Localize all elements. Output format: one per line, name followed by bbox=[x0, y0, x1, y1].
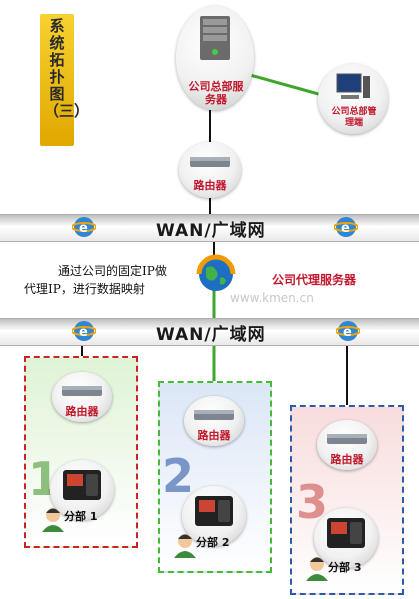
note-line-1: 通过公司的固定IP做 bbox=[58, 264, 167, 278]
watermark: www.kmen.cn bbox=[230, 291, 314, 305]
branch-2-number: 2 bbox=[162, 449, 195, 503]
wan-label-bottom: WAN/广域网 bbox=[156, 325, 266, 345]
router-icon bbox=[62, 386, 102, 396]
attendance-terminal-icon bbox=[63, 470, 101, 500]
branch-3-router-label: 路由器 bbox=[330, 453, 364, 466]
wan-label-top: WAN/广域网 bbox=[156, 221, 266, 241]
branch-3-device-label: 分部 3 bbox=[328, 561, 362, 574]
branch-1-router-node bbox=[52, 372, 112, 422]
branch-2-device-label: 分部 2 bbox=[196, 536, 230, 549]
branch-1-device-label: 分部 1 bbox=[64, 510, 98, 523]
attendance-terminal-icon bbox=[327, 518, 365, 548]
hq-server-label: 公司总部服务器 bbox=[188, 80, 244, 106]
hq-admin-node bbox=[318, 64, 388, 134]
branch-2-router-node bbox=[184, 396, 244, 446]
user-avatar-icon bbox=[306, 557, 328, 581]
ie-globe-icon: e bbox=[72, 321, 96, 341]
link-server-admin bbox=[249, 73, 323, 97]
svg-text:e: e bbox=[341, 221, 350, 236]
branch-2-router-label: 路由器 bbox=[197, 429, 231, 442]
ie-globe-icon: e bbox=[336, 321, 360, 341]
proxy-label: 公司代理服务器 bbox=[272, 273, 357, 287]
hq-router-label: 路由器 bbox=[193, 179, 227, 192]
note-line-2: 代理IP，进行数据映射 bbox=[24, 282, 145, 296]
diagram-title: 系统拓扑图（三） bbox=[44, 17, 90, 120]
server-tower-icon bbox=[200, 16, 230, 60]
attendance-terminal-icon bbox=[195, 496, 233, 526]
desktop-computer-icon bbox=[336, 73, 370, 99]
title-box bbox=[40, 14, 74, 146]
proxy-globe-icon bbox=[196, 254, 236, 291]
hq-router-node bbox=[179, 142, 241, 198]
svg-text:e: e bbox=[79, 221, 88, 236]
branch-3-router-node bbox=[317, 420, 377, 470]
svg-text:e: e bbox=[79, 325, 88, 340]
user-avatar-icon bbox=[42, 508, 64, 532]
ie-globe-icon: e bbox=[334, 217, 358, 237]
router-icon bbox=[190, 157, 230, 167]
router-icon bbox=[194, 410, 234, 420]
branch-1-router-label: 路由器 bbox=[65, 405, 99, 418]
ie-globe-icon: e bbox=[72, 217, 96, 237]
hq-server-node bbox=[176, 6, 254, 110]
svg-text:e: e bbox=[343, 325, 352, 340]
hq-admin-label: 公司总部管理端 bbox=[331, 107, 377, 128]
router-icon bbox=[327, 434, 367, 444]
user-avatar-icon bbox=[174, 534, 196, 558]
